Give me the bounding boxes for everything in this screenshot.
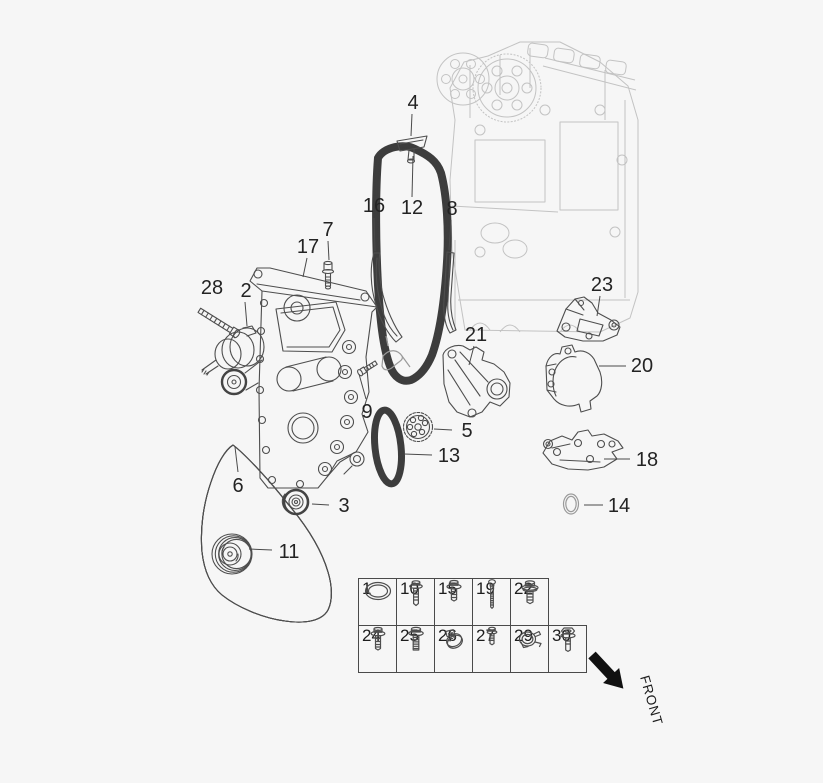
- callout-7[interactable]: 7: [322, 219, 333, 241]
- front-indicator: FRONT: [588, 651, 666, 728]
- callout-6[interactable]: 6: [232, 475, 243, 497]
- left-chain-guide-art[interactable]: [370, 252, 403, 343]
- idler-pulley-art[interactable]: [281, 488, 310, 516]
- legend-cell-10[interactable]: 10: [396, 578, 435, 626]
- callout-3[interactable]: 3: [338, 495, 349, 517]
- legend-row-2: 24 25 26: [358, 625, 587, 673]
- bracket-23-art[interactable]: [556, 296, 621, 342]
- timing-chain-art[interactable]: [372, 142, 452, 385]
- o-ring-14-art[interactable]: [562, 493, 580, 515]
- hex-bolt-washer-icon: [559, 627, 576, 652]
- right-chain-guide-art[interactable]: [443, 251, 457, 334]
- hose-clamp-icon: [444, 629, 463, 649]
- callout-9[interactable]: 9: [361, 401, 372, 423]
- bracket-18-art[interactable]: [542, 429, 624, 471]
- callout-11[interactable]: 11: [279, 541, 300, 563]
- callout-18[interactable]: 18: [636, 449, 658, 471]
- callout-20[interactable]: 20: [631, 355, 653, 377]
- legend-cell-1[interactable]: 1: [358, 578, 397, 626]
- bolt-28-art[interactable]: [197, 307, 241, 339]
- callout-28[interactable]: 28: [201, 277, 223, 299]
- legend-cell-29[interactable]: 29: [510, 625, 549, 673]
- legend-number: 26: [438, 626, 457, 645]
- legend-number: 1: [362, 579, 372, 598]
- legend-cell-30[interactable]: 30: [548, 625, 587, 673]
- front-arrow-icon: [588, 651, 624, 689]
- callout-4[interactable]: 4: [407, 92, 418, 114]
- bolt-9-art[interactable]: [357, 335, 411, 377]
- flange-bolt-large-icon: [520, 580, 539, 605]
- callout-17[interactable]: 17: [297, 236, 319, 258]
- leader-lines: [234, 113, 630, 551]
- upper-chain-guide-art[interactable]: [396, 135, 428, 164]
- fastener-legend-table: 1 10 15: [358, 578, 587, 673]
- small-bolt-icon: [486, 626, 497, 646]
- bracket-20-art[interactable]: [545, 344, 603, 413]
- legend-cell-26[interactable]: 26: [434, 625, 473, 673]
- flange-bolt-short-icon: [445, 579, 462, 602]
- front-label: FRONT: [637, 674, 666, 728]
- legend-cell-15[interactable]: 15: [434, 578, 473, 626]
- flange-bolt-icon: [408, 580, 423, 607]
- callout-21[interactable]: 21: [465, 324, 487, 346]
- legend-cell-22[interactable]: 22: [510, 578, 549, 626]
- oil-pump-sprocket-art[interactable]: [402, 411, 434, 443]
- legend-cell-19[interactable]: 19: [472, 578, 511, 626]
- legend-row-1: 1 10 15: [358, 578, 587, 626]
- o-ring-icon: [364, 581, 391, 601]
- callout-14[interactable]: 14: [608, 495, 630, 517]
- spring-clamp-icon: [518, 630, 542, 649]
- bolt-7-art[interactable]: [321, 260, 335, 290]
- flange-bolt-icon: [370, 626, 385, 651]
- callout-16[interactable]: 16: [363, 195, 385, 217]
- oil-pump-art[interactable]: [442, 344, 511, 418]
- callout-23[interactable]: 23: [591, 274, 613, 296]
- callout-8[interactable]: 8: [446, 198, 457, 220]
- serpentine-belt-art[interactable]: [200, 444, 332, 623]
- belt-tensioner-art[interactable]: [201, 325, 265, 396]
- timing-cover-art[interactable]: [249, 267, 378, 489]
- callout-2[interactable]: 2: [240, 280, 251, 302]
- legend-number: 30: [552, 626, 571, 645]
- legend-cell-24[interactable]: 24: [358, 625, 397, 673]
- oil-pump-chain-art[interactable]: [371, 406, 405, 488]
- threaded-stud-bolt-icon: [407, 626, 424, 651]
- callout-12[interactable]: 12: [401, 197, 423, 219]
- legend-cell-25[interactable]: 25: [396, 625, 435, 673]
- long-thin-bolt-icon: [487, 579, 496, 609]
- callout-5[interactable]: 5: [461, 420, 472, 442]
- engine-assembly-ghost-art: [436, 41, 639, 333]
- callout-13[interactable]: 13: [438, 445, 460, 467]
- legend-cell-27[interactable]: 27: [472, 625, 511, 673]
- crank-pulley-art[interactable]: [211, 533, 253, 575]
